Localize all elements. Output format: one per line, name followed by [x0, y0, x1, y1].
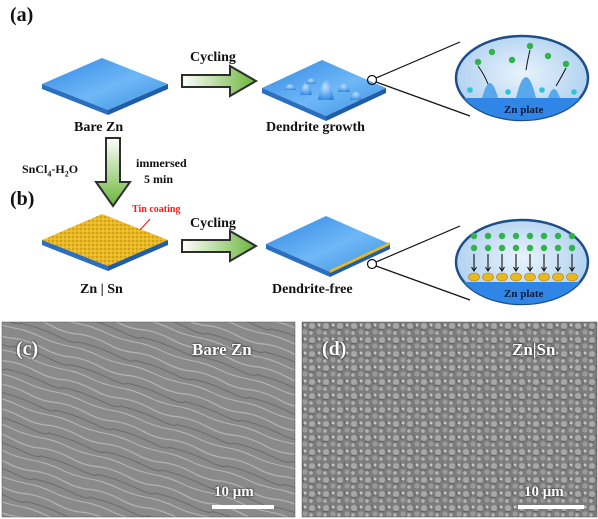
zn-ion [554, 244, 562, 252]
zn-ion [568, 232, 576, 240]
panel-label-b: (b) [10, 188, 35, 210]
dendrite-free-caption: Dendrite-free [272, 282, 353, 297]
duration-label: 5 min [144, 172, 174, 186]
reagent-label: SnCl4-H2O [22, 162, 79, 179]
dendrite-plate [262, 60, 386, 121]
zn-ion [498, 244, 506, 252]
zn-ion [540, 232, 548, 240]
sem-image-zn-sn [301, 321, 598, 518]
deposition-arrow [527, 254, 533, 273]
zn-plate-label-top: Zn plate [504, 104, 544, 116]
deposition-arrow [569, 254, 575, 273]
zn-sn-plate [42, 214, 168, 271]
zn-ion [470, 232, 478, 240]
tin-particle [524, 272, 536, 282]
tin-particle [552, 272, 564, 282]
zn-ion [526, 244, 534, 252]
deposition-arrow [485, 254, 491, 273]
tin-pointer [139, 218, 151, 231]
tin-particle [510, 272, 522, 282]
zn-ion [562, 60, 570, 68]
deposition-arrow [471, 254, 477, 273]
deposition-arrow [541, 254, 547, 273]
zn-ion [498, 232, 506, 240]
zn-ion [526, 232, 534, 240]
cycling-arrow-bottom [181, 229, 259, 263]
tin-particle [468, 272, 480, 282]
sem-title-bare-zn: Bare Zn [192, 340, 252, 359]
cycling-label-bottom: Cycling [190, 216, 236, 231]
zn-ion [508, 56, 516, 64]
zn-ion [512, 232, 520, 240]
dendrite-inset [454, 34, 590, 122]
zn-ion [512, 244, 520, 252]
zn-ion [470, 244, 478, 252]
zn-ion [488, 48, 496, 56]
treatment-arrow [94, 137, 132, 208]
sem-title-zn-sn: Zn|Sn [512, 340, 556, 359]
zn-ion [568, 244, 576, 252]
tin-particle [482, 272, 494, 282]
zn-atom [539, 87, 545, 93]
tin-coating-label: Tin coating [132, 204, 181, 215]
zoom-line [375, 41, 461, 79]
panel-label-c: (c) [16, 338, 39, 360]
zoom-line [375, 81, 471, 117]
zn-ion [484, 232, 492, 240]
cycling-arrow-top [181, 64, 259, 98]
zn-ion [554, 232, 562, 240]
scale-label-d: 10 μm [524, 484, 564, 500]
deposition-arrow [499, 254, 505, 273]
zn-sn-caption: Zn | Sn [80, 282, 123, 297]
deposition-arrow [555, 254, 561, 273]
deposition-arrow [513, 254, 519, 273]
bare-zn-plate [42, 58, 168, 115]
tin-particle [496, 272, 508, 282]
panel-label-a: (a) [10, 4, 34, 26]
zn-atom [571, 89, 577, 95]
sem-image-bare-zn [1, 321, 296, 518]
zn-atom [505, 89, 511, 95]
immersed-label: immersed [136, 156, 187, 170]
panel-label-d: (d) [322, 338, 347, 360]
zoom-line [375, 265, 471, 301]
zn-ion [484, 244, 492, 252]
cycling-label-top: Cycling [190, 50, 236, 65]
dendrite-free-plate [266, 216, 390, 277]
zoom-line [375, 225, 461, 263]
dendrite-growth-caption: Dendrite growth [266, 120, 365, 135]
scale-label-c: 10 μm [214, 484, 254, 500]
tin-particle [566, 272, 578, 282]
zn-ion [474, 58, 482, 66]
dendrite-free-inset [454, 218, 590, 306]
zn-ion [544, 52, 552, 60]
zn-ion [526, 42, 534, 50]
tin-particle [538, 272, 550, 282]
zn-atom [467, 87, 473, 93]
bare-zn-caption: Bare Zn [74, 120, 124, 135]
zn-plate-label-bottom: Zn plate [504, 288, 544, 300]
zn-ion [540, 244, 548, 252]
